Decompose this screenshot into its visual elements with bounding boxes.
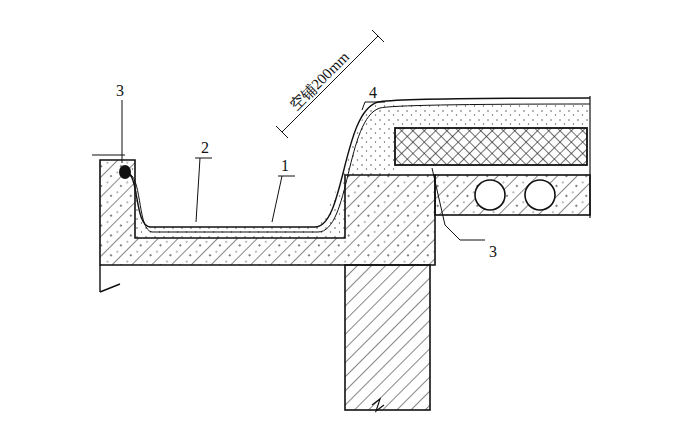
- membrane-layer: [130, 104, 590, 232]
- roof-slab: [435, 175, 590, 215]
- gutter-slab: [100, 160, 435, 265]
- membrane: [126, 98, 590, 227]
- callout-number: 2: [200, 140, 210, 156]
- wall: [345, 265, 430, 410]
- callout-number: 1: [280, 158, 290, 174]
- callout-number: 4: [368, 85, 378, 101]
- insulation: [395, 128, 587, 165]
- callout-number: 3: [488, 244, 498, 260]
- callout-number: 3: [115, 83, 125, 99]
- sealant: [119, 165, 131, 179]
- dimension-text: 空铺200mm: [287, 49, 353, 115]
